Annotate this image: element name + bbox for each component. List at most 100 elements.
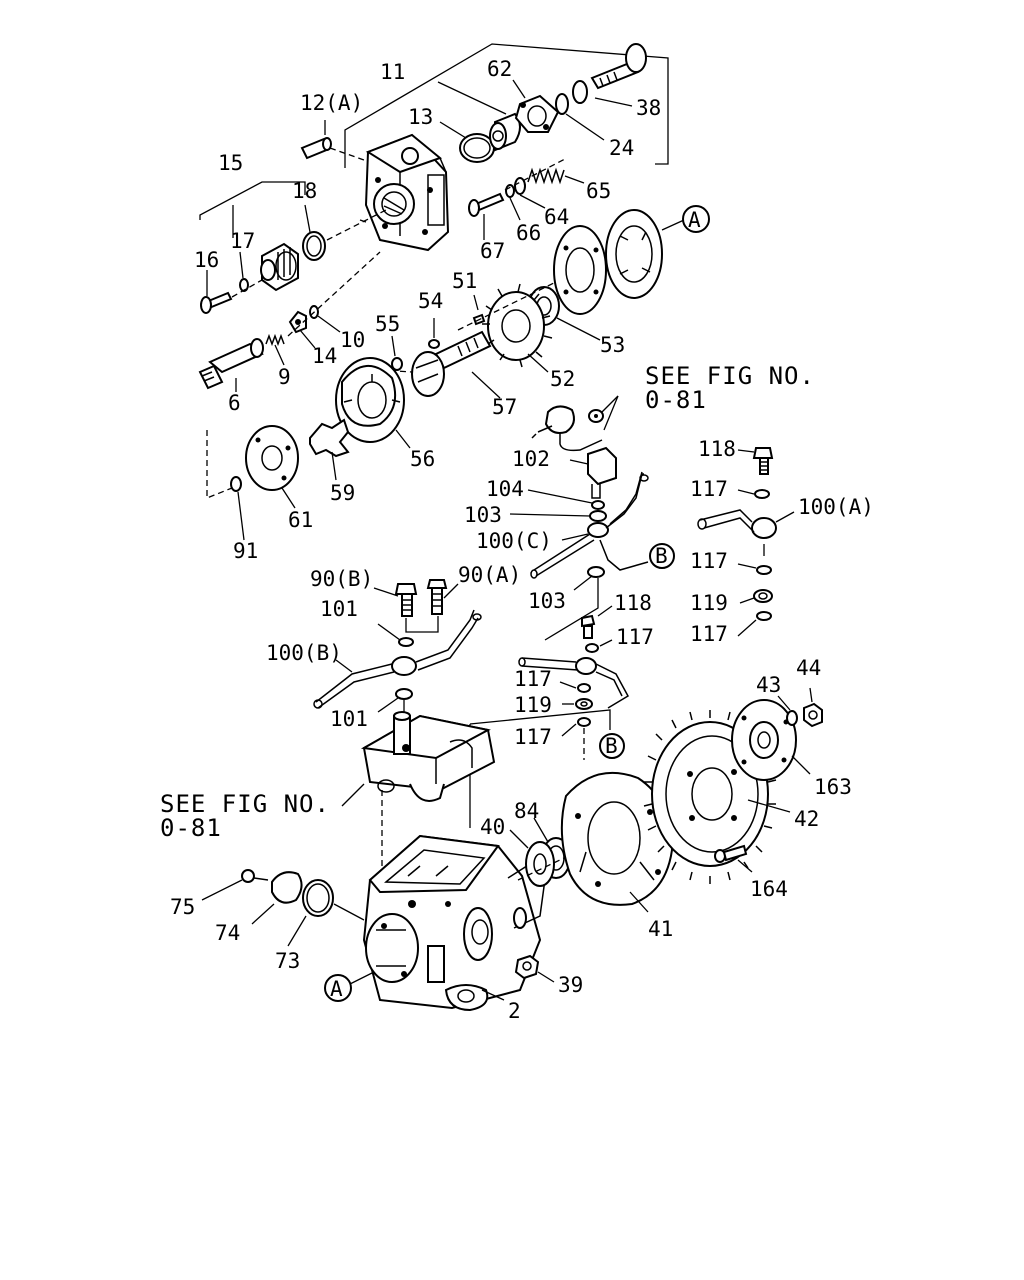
washer-101a-part [398, 637, 414, 647]
ref-circle-B-right [649, 543, 675, 569]
key-54-part [428, 339, 440, 349]
nut-39-part [514, 954, 540, 980]
washer-38-part [572, 80, 588, 104]
callout-11: 11 [380, 60, 405, 84]
washer-117e-part [577, 683, 591, 693]
washer-103-part [589, 510, 607, 522]
callout-10: 10 [340, 328, 365, 352]
callout-103a: 103 [464, 503, 502, 527]
ref-letter-A-bottom: A [330, 977, 343, 1001]
callout-38: 38 [636, 96, 661, 120]
callout-117a: 117 [690, 477, 728, 501]
callout-100c: 100(C) [476, 529, 552, 553]
washer-103b-part [587, 566, 605, 578]
callout-62: 62 [487, 57, 512, 81]
ref-letter-B-right: B [655, 544, 668, 568]
callout-13: 13 [408, 105, 433, 129]
callout-119b: 119 [514, 693, 552, 717]
spring-9-part [265, 333, 285, 347]
pipe-100c-part [530, 471, 649, 579]
bracket-15 [199, 181, 306, 220]
callout-100b: 100(B) [266, 641, 342, 665]
bolt-16-part [200, 291, 233, 314]
bolt-118b-part [581, 614, 596, 639]
callout-53: 53 [600, 333, 625, 357]
ref-circle-A-bottom [324, 974, 352, 1002]
plug-11-part [489, 112, 521, 152]
callout-101b: 101 [330, 707, 368, 731]
callout-119a: 119 [690, 591, 728, 615]
bolt-118a-part [752, 447, 774, 475]
callout-65: 65 [586, 179, 611, 203]
callout-42: 42 [794, 807, 819, 831]
callout-61: 61 [288, 508, 313, 532]
callout-18: 18 [292, 179, 317, 203]
solenoid-part [531, 405, 603, 452]
spring-65-part [527, 167, 565, 185]
callout-44: 44 [796, 656, 821, 680]
callout-54: 54 [418, 289, 443, 313]
callout-9: 9 [278, 365, 291, 389]
callout-103b: 103 [528, 589, 566, 613]
see-fig-top-line1: SEE FIG NO. [645, 362, 815, 390]
ref-circle-A-top [682, 205, 710, 233]
callout-117c: 117 [690, 622, 728, 646]
callout-67: 67 [480, 239, 505, 263]
washer-117b-part [756, 565, 772, 575]
callout-84: 84 [514, 799, 539, 823]
pipe-mid-part [518, 657, 630, 709]
valve-14-part [288, 310, 307, 334]
washer-119a-part [753, 589, 773, 603]
bolt-90b-part [394, 583, 418, 617]
callout-90a: 90(A) [458, 563, 521, 587]
bearing-40-part [525, 841, 555, 887]
callout-24: 24 [609, 136, 634, 160]
bracket-91 [206, 430, 233, 499]
callout-90b: 90(B) [310, 567, 373, 591]
callout-163: 163 [814, 775, 852, 799]
bolt-90a-part [426, 579, 448, 615]
nut-part [588, 409, 604, 423]
callout-118b: 118 [614, 591, 652, 615]
callout-57: 57 [492, 395, 517, 419]
callout-39: 39 [558, 973, 583, 997]
shaft-57-part [411, 330, 492, 397]
cover-74-part [271, 871, 303, 904]
screw-12a-part [300, 137, 332, 160]
callout-2: 2 [508, 999, 521, 1023]
callout-52: 52 [550, 367, 575, 391]
bolt-75-part [241, 869, 269, 883]
see-fig-left-line1: SEE FIG NO. [160, 790, 330, 818]
governor-cover-part [360, 711, 496, 802]
callout-41: 41 [648, 917, 673, 941]
callout-55: 55 [375, 312, 400, 336]
callout-14: 14 [312, 344, 337, 368]
callout-12a: 12(A) [300, 91, 363, 115]
washer-101b-part [395, 688, 413, 700]
flange-plate-part [553, 225, 607, 315]
callout-101a: 101 [320, 597, 358, 621]
callout-164: 164 [750, 877, 788, 901]
bracket-11 [344, 43, 669, 168]
washer-24-part [555, 93, 569, 115]
ring-A-part [605, 209, 663, 299]
callout-66: 66 [516, 221, 541, 245]
callout-104: 104 [486, 477, 524, 501]
washer-117d-part [585, 643, 599, 653]
plate-62-part [514, 94, 560, 133]
valve-body-6-part [198, 338, 264, 390]
callout-73: 73 [275, 949, 300, 973]
washer-117c-part [756, 611, 772, 621]
washer-117f-part [577, 717, 591, 727]
callout-6: 6 [228, 391, 241, 415]
see-fig-top-line2: 0-81 [645, 386, 707, 414]
pipe-100b-part [313, 609, 482, 709]
washer-104-part [591, 500, 605, 510]
hydraulic-head-part [364, 133, 450, 252]
callout-51: 51 [452, 269, 477, 293]
callout-102: 102 [512, 447, 550, 471]
washer-17-part [239, 278, 249, 292]
callout-64: 64 [544, 205, 569, 229]
callout-117f: 117 [514, 725, 552, 749]
callout-117d: 117 [616, 625, 654, 649]
